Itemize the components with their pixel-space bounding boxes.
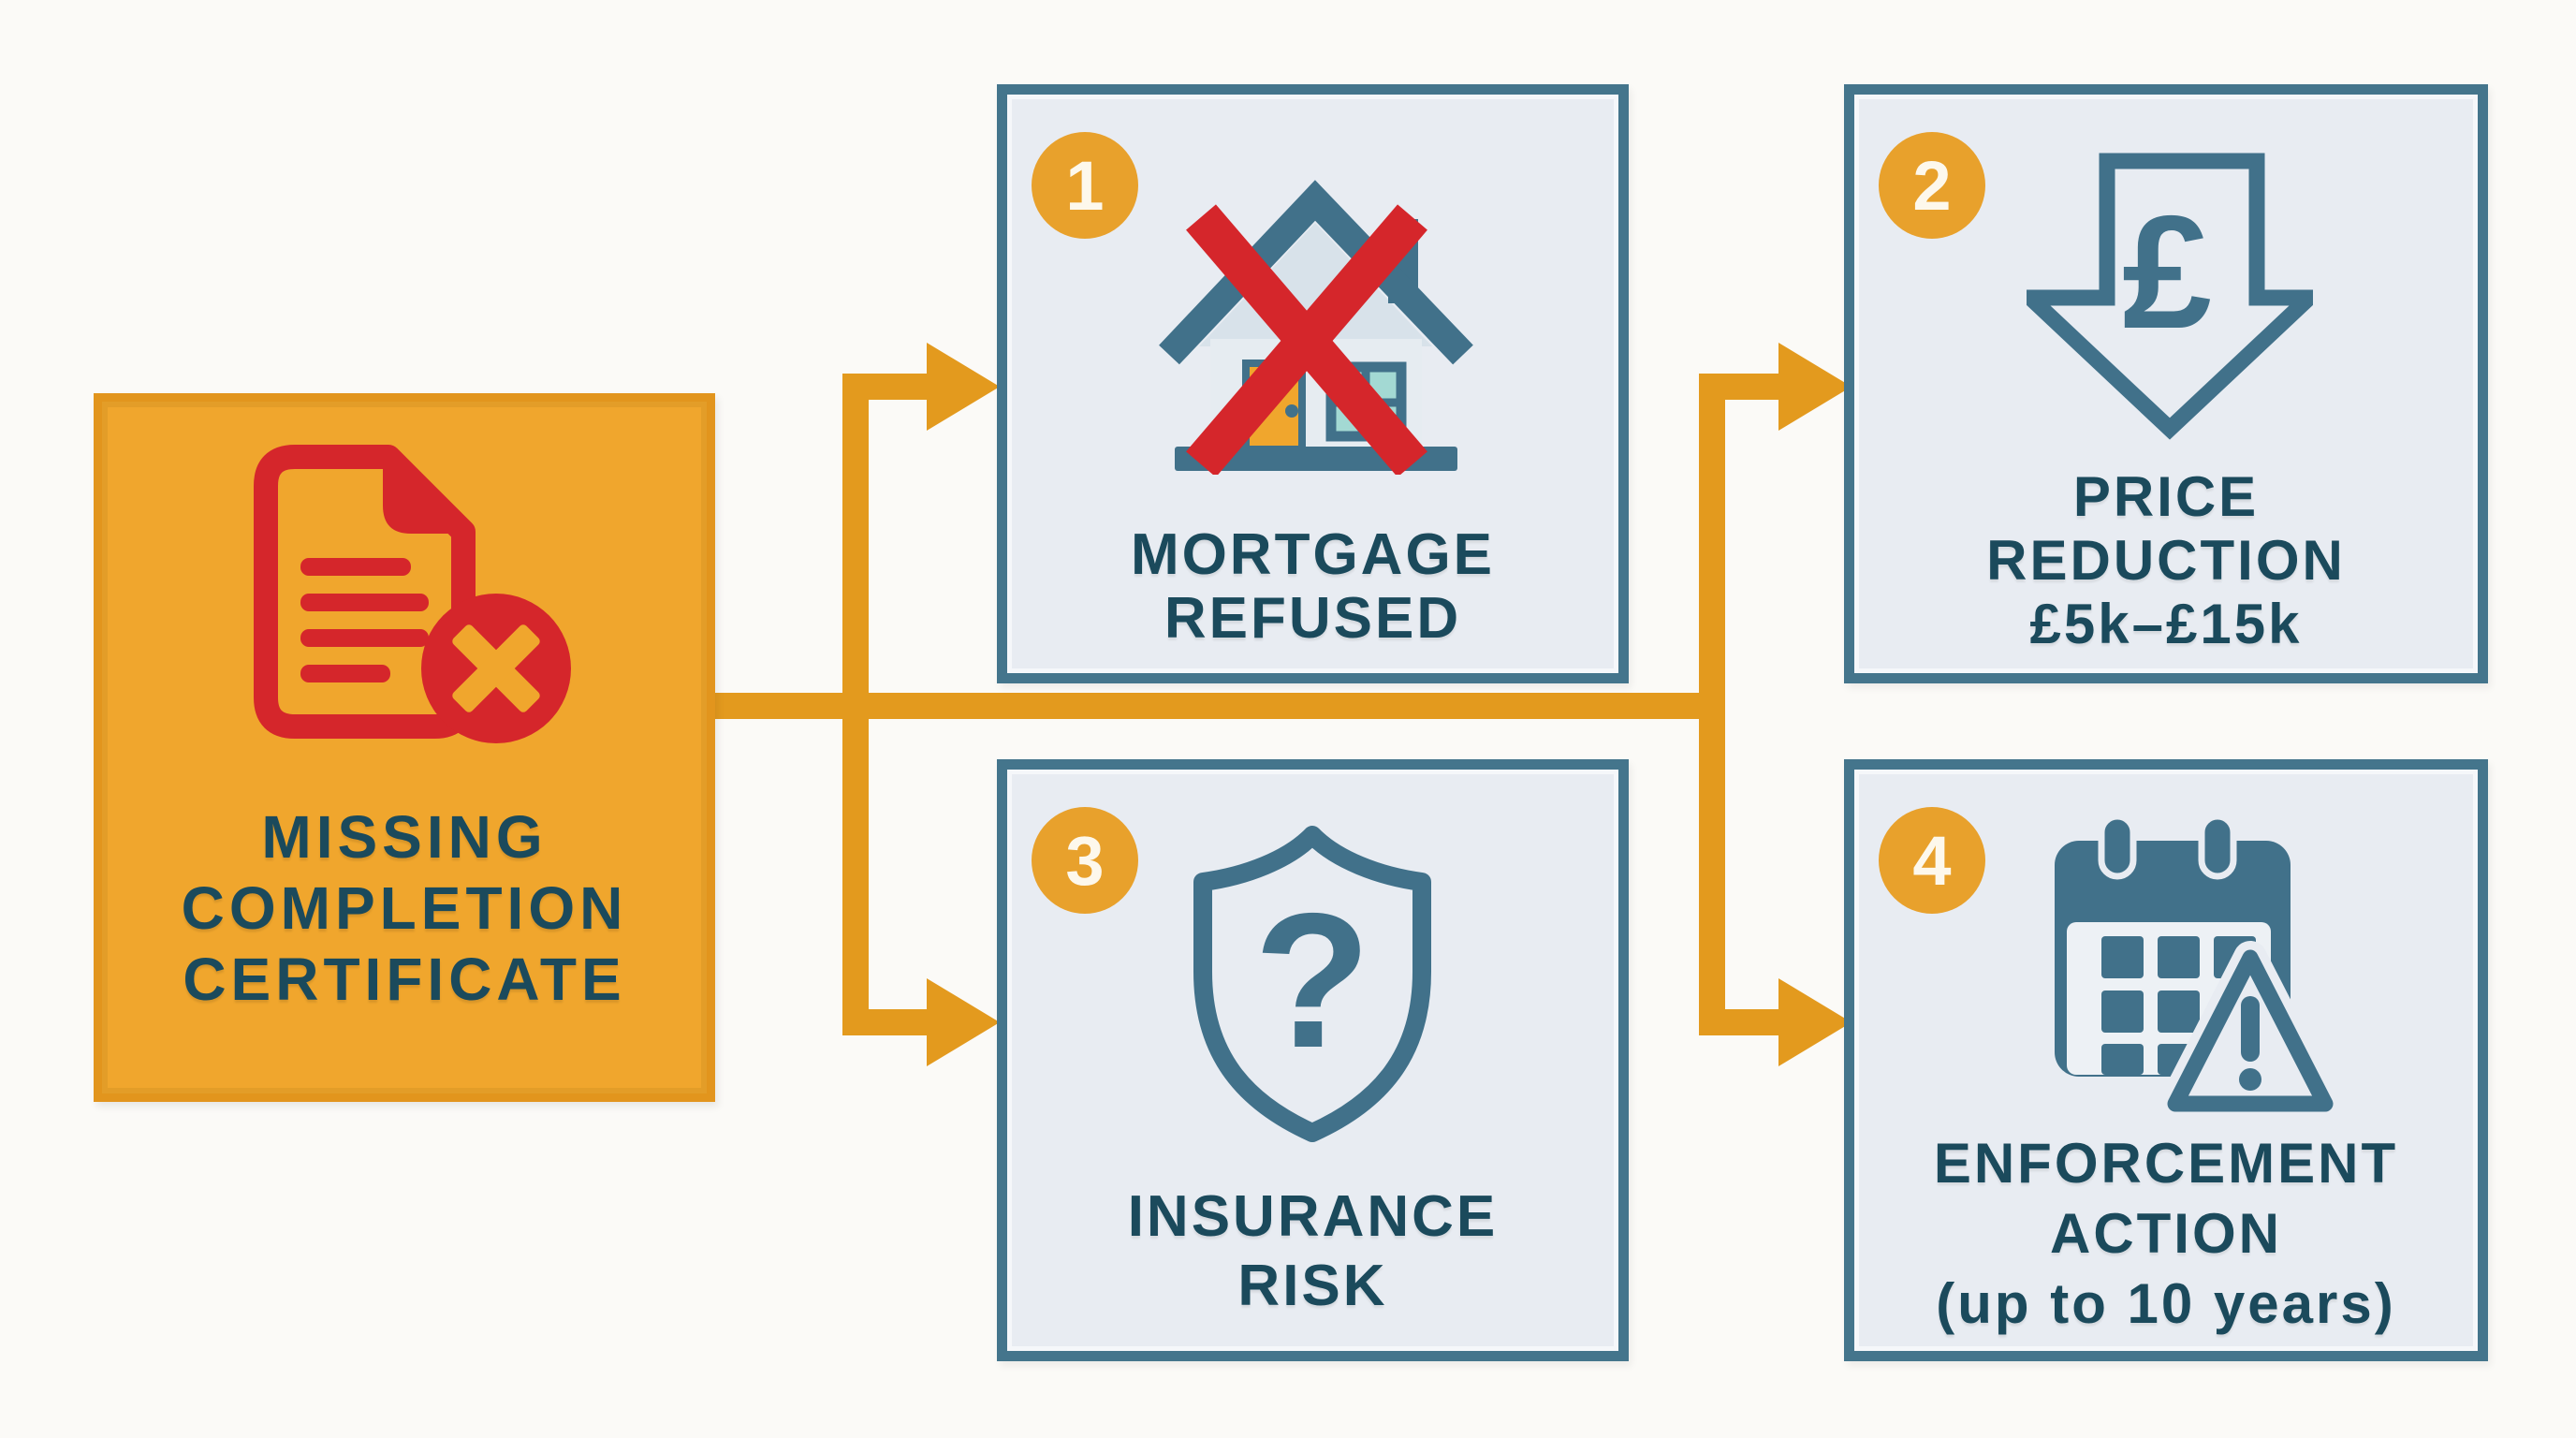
step-badge-3: 3	[1032, 807, 1138, 914]
outcome-title-4: ENFORCEMENT ACTION (up to 10 years)	[1854, 1128, 2478, 1339]
step-badge-1: 1	[1032, 132, 1138, 239]
outcome-title-2: PRICE REDUCTION £5k–£15k	[1854, 465, 2478, 656]
document-rejected-icon	[254, 445, 571, 743]
connector-elbow-top-left	[842, 374, 929, 400]
outcome-title-line: (up to 10 years)	[1936, 1272, 2396, 1335]
connector-elbow-bottom-left	[842, 1009, 929, 1035]
outcome-title-line: ENFORCEMENT	[1933, 1132, 2399, 1195]
step-badge-2: 2	[1879, 132, 1985, 239]
outcome-title-line: INSURANCE	[1127, 1184, 1499, 1249]
x-mark-icon	[452, 624, 540, 712]
step-number: 3	[1065, 821, 1105, 900]
source-title-line: COMPLETION	[181, 874, 628, 942]
step-number: 1	[1065, 146, 1105, 225]
source-title: MISSING COMPLETION CERTIFICATE	[102, 801, 707, 1015]
question-glyph: ?	[1253, 873, 1370, 1088]
outcome-box-price-reduction: 2 £ PRICE REDUCTION £5k–£15k	[1844, 84, 2488, 683]
outcome-box-mortgage-refused: 1 MORTGAGE REFUSED	[997, 84, 1629, 683]
arrowhead-to-insurance	[927, 978, 1000, 1066]
outcome-title-line: £5k–£15k	[2029, 593, 2303, 655]
step-badge-4: 4	[1879, 807, 1985, 914]
arrowhead-to-price	[1778, 343, 1852, 431]
outcome-title-line: PRICE	[2072, 465, 2260, 528]
source-box-missing-certificate: MISSING COMPLETION CERTIFICATE	[94, 393, 715, 1102]
pound-down-arrow-icon: £	[2027, 153, 2313, 440]
outcome-title-1: MORTGAGE REFUSED	[1007, 523, 1618, 651]
pound-glyph: £	[2122, 183, 2212, 362]
source-title-line: MISSING	[261, 803, 548, 871]
shield-question-icon: ?	[1193, 826, 1431, 1142]
house-crossed-icon	[1159, 180, 1473, 475]
outcome-box-insurance-risk: 3 ? INSURANCE RISK	[997, 759, 1629, 1361]
connector-elbow-bottom-right	[1699, 1009, 1785, 1035]
arrowhead-to-mortgage	[927, 343, 1000, 431]
connector-left-branch	[842, 374, 869, 1035]
outcome-title-3: INSURANCE RISK	[1007, 1182, 1618, 1321]
connector-right-branch	[1699, 374, 1725, 1035]
red-cross-icon	[1186, 204, 1427, 475]
calendar-warning-icon	[2055, 813, 2335, 1116]
connector-elbow-top-right	[1699, 374, 1785, 400]
outcome-title-line: REDUCTION	[1986, 529, 2346, 592]
step-number: 4	[1912, 821, 1952, 900]
arrowhead-to-enforcement	[1778, 978, 1852, 1066]
outcome-title-line: ACTION	[2050, 1202, 2282, 1265]
outcome-box-enforcement-action: 4 ENFORCEMENT ACTION (up to 10 years)	[1844, 759, 2488, 1361]
outcome-title-line: MORTGAGE	[1130, 522, 1496, 587]
outcome-title-line: REFUSED	[1164, 586, 1462, 651]
step-number: 2	[1912, 146, 1952, 225]
outcome-title-line: RISK	[1237, 1254, 1388, 1318]
source-title-line: CERTIFICATE	[183, 946, 626, 1013]
connector-trunk	[710, 693, 1725, 719]
